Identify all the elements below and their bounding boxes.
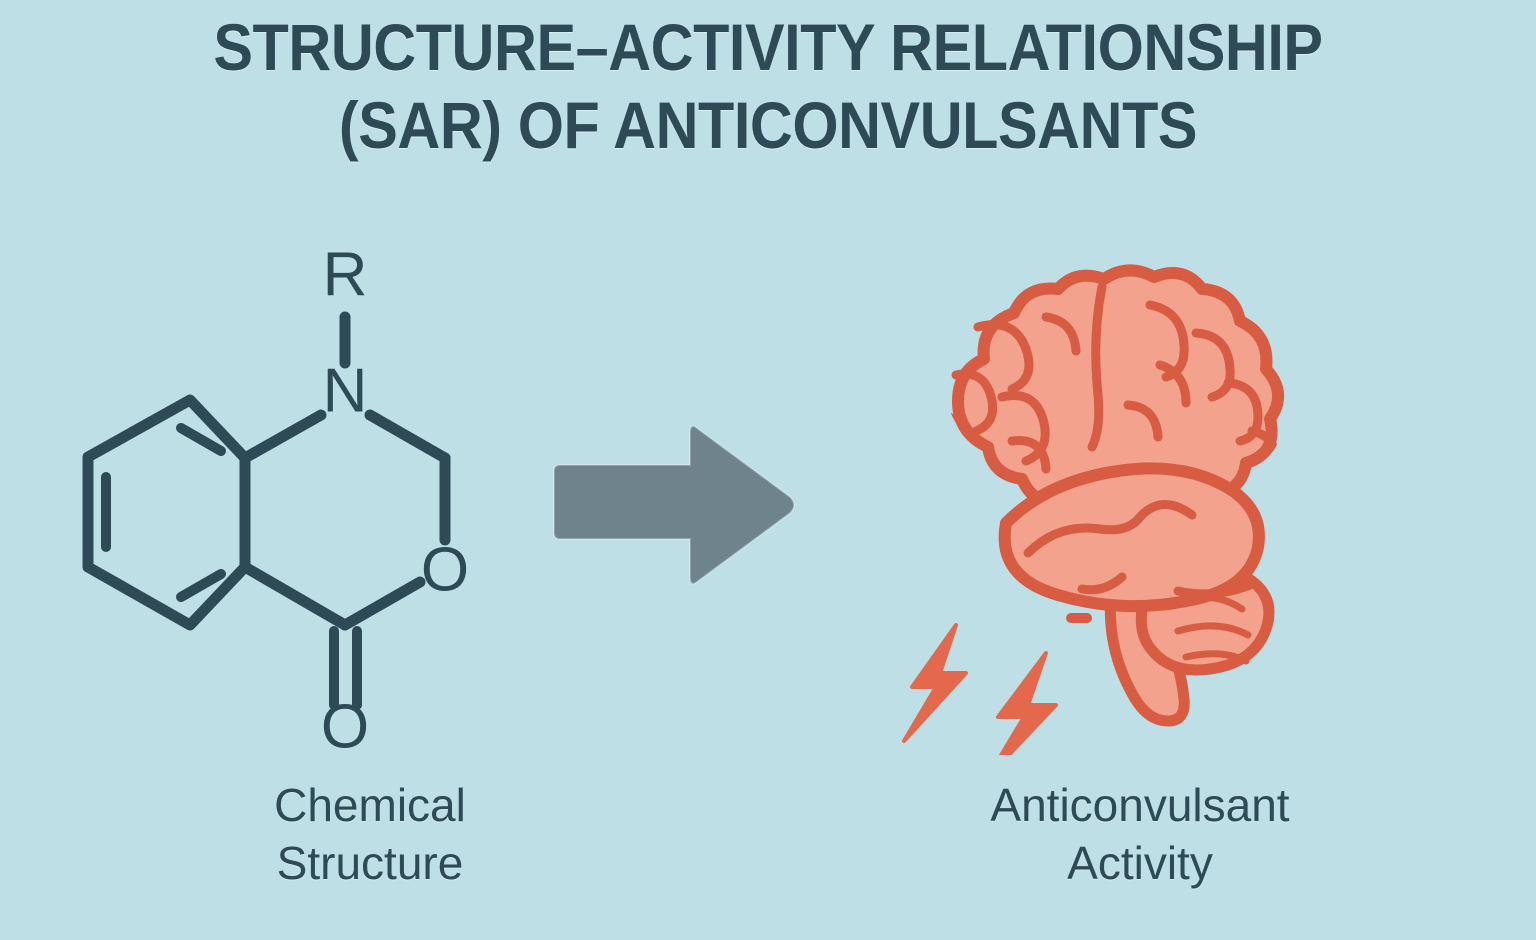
benzene-ring-outline [82,394,251,631]
bond-nitrogen-to-ch2 [364,409,451,464]
arrow-shape [553,425,795,585]
gyri-lines [946,282,1281,474]
brain-illustration [902,264,1284,755]
atom-label-r: R [323,241,368,310]
title-line-1: STRUCTURE–ACTIVITY RELATIONSHIP [213,10,1323,84]
atom-label-carbonyl-oxygen: O [321,693,369,756]
benzene-double-bond-lower [176,569,226,602]
brain-group [902,264,1284,755]
longitudinal-fissure [1087,282,1107,452]
chemical-structure-diagram: R N O O [82,241,469,756]
bond-ring-oxygen-to-carbonyl [339,576,426,631]
right-arrow-icon [553,425,795,585]
bond-carbonyl-to-fusion [239,561,351,631]
right-panel-caption: Anticonvulsant Activity [990,779,1290,889]
atom-label-ring-oxygen: O [421,536,469,605]
bond-fusion-to-nitrogen [239,409,327,464]
left-panel-caption: Chemical Structure [274,779,466,889]
atom-label-nitrogen: N [323,357,368,426]
lightning-bolt-left [902,623,968,743]
lightning-bolt-right [996,651,1058,755]
page-title: STRUCTURE–ACTIVITY RELATIONSHIP (SAR) OF… [0,8,1536,164]
temporal-dot [1066,613,1092,623]
benzene-double-bond-upper [176,423,226,456]
temporal-lobe [998,462,1265,613]
temporal-sulci [1023,500,1255,599]
title-line-2: (SAR) OF ANTICONVULSANTS [338,88,1198,162]
